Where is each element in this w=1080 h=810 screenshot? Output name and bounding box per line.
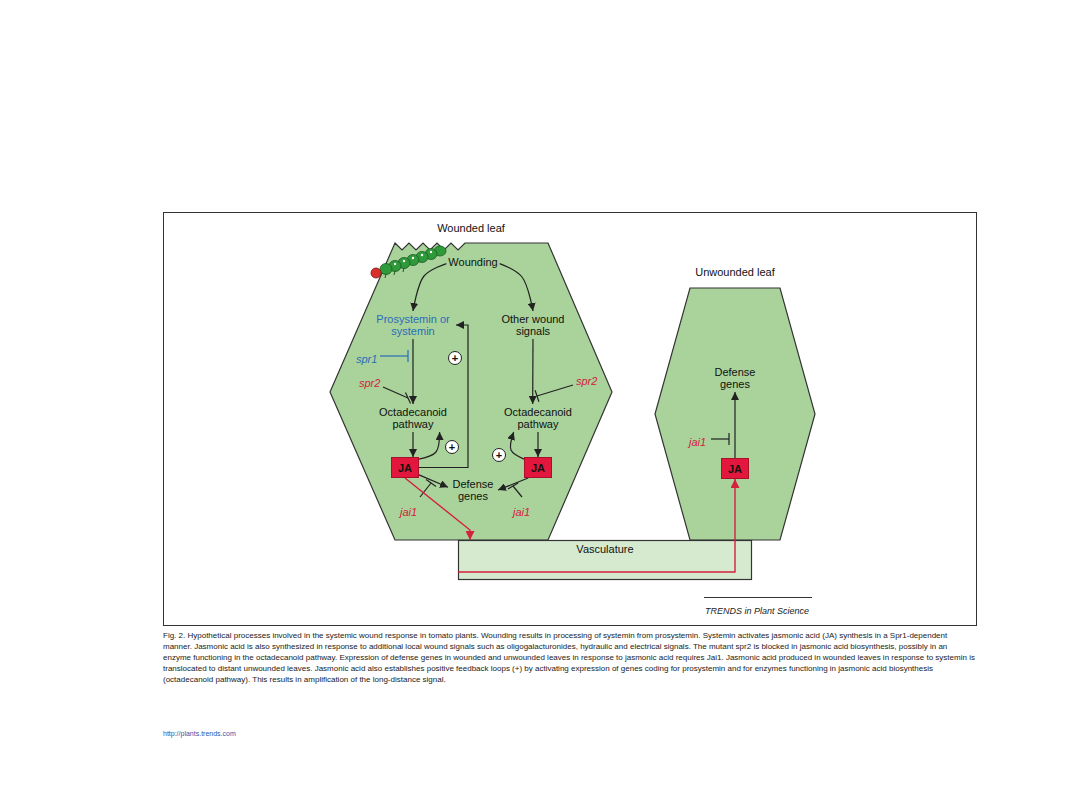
band-label: Vasculature	[458, 543, 752, 556]
mutant-label-holder: spr2	[359, 373, 380, 391]
pathway-label-text: Octadecanoid pathway	[502, 406, 574, 430]
signal-label-text: Prosystemin or systemin	[372, 313, 454, 337]
mutant-label-holder: jai1	[513, 502, 530, 520]
mutant-label: jai1	[400, 506, 417, 519]
mutant-label: spr2	[359, 377, 380, 390]
journal-name: TRENDS in Plant Science	[705, 606, 809, 617]
signal-label-text: Other wound signals	[499, 313, 567, 337]
figure-caption: Fig. 2. Hypothetical processes involved …	[163, 630, 977, 685]
mutant-label: spr2	[576, 375, 597, 388]
feedback-plus: +	[445, 440, 459, 454]
plus-sign: +	[496, 450, 502, 461]
pathway-label: Octadecanoid pathway	[500, 404, 576, 432]
leaf-heading: Unwounded leaf	[650, 266, 820, 279]
gene-label-text: Defense genes	[450, 478, 496, 502]
unwounded-leaf: Unwounded leafDefense genesJA	[650, 266, 820, 545]
mutant-label-holder: spr2	[576, 371, 597, 389]
plus-sign: +	[449, 442, 455, 453]
pathway-arrow	[412, 339, 413, 404]
unwounded-leaf-outline	[650, 266, 820, 545]
pathway-label-text: Octadecanoid pathway	[377, 406, 449, 430]
gene-label: Defense genes	[448, 476, 498, 504]
url-note: http://plants.trends.com	[163, 729, 236, 738]
ja-box: JA	[524, 457, 552, 478]
journal-rule	[704, 597, 812, 598]
mutant-label-holder: jai1	[400, 502, 417, 520]
vasculature-band: Vasculature	[458, 540, 752, 580]
mutant-label: spr1	[356, 353, 377, 366]
gene-label-text: Defense genes	[712, 366, 758, 390]
mutant-label-holder: spr1	[356, 349, 377, 367]
gene-label: Defense genes	[710, 364, 760, 392]
signal-label: Other wound signals	[497, 311, 569, 339]
signal-label: Prosystemin or systemin	[370, 311, 456, 339]
pathway-label: Octadecanoid pathway	[375, 404, 451, 432]
mutant-label: jai1	[689, 436, 706, 449]
url-note-holder: http://plants.trends.com	[163, 722, 236, 740]
ja-label: JA	[531, 462, 545, 474]
wound-event: Wounding	[446, 254, 499, 270]
mutant-label-holder: jai1	[689, 432, 706, 450]
wounded-leaf-shape	[330, 243, 612, 540]
wound-event-text: Wounding	[448, 256, 497, 268]
ja-box: JA	[391, 457, 419, 478]
vasculature-band-shape	[459, 541, 752, 580]
pathway-arrow	[412, 432, 413, 457]
unwounded-leaf-shape	[655, 288, 815, 540]
pathway-arrow	[537, 432, 538, 457]
leaf-heading: Wounded leaf	[325, 222, 617, 235]
journal-name-holder: TRENDS in Plant Science	[705, 600, 809, 618]
ja-label: JA	[728, 463, 742, 475]
ja-box: JA	[721, 458, 749, 479]
caption-holder: Fig. 2. Hypothetical processes involved …	[163, 630, 977, 685]
ja-label: JA	[398, 462, 412, 474]
pathway-arrow	[734, 392, 735, 458]
feedback-plus: +	[492, 448, 506, 462]
feedback-plus: +	[448, 351, 462, 365]
plus-sign: +	[452, 353, 458, 364]
mutant-label: jai1	[513, 506, 530, 519]
figure-border	[164, 213, 977, 626]
